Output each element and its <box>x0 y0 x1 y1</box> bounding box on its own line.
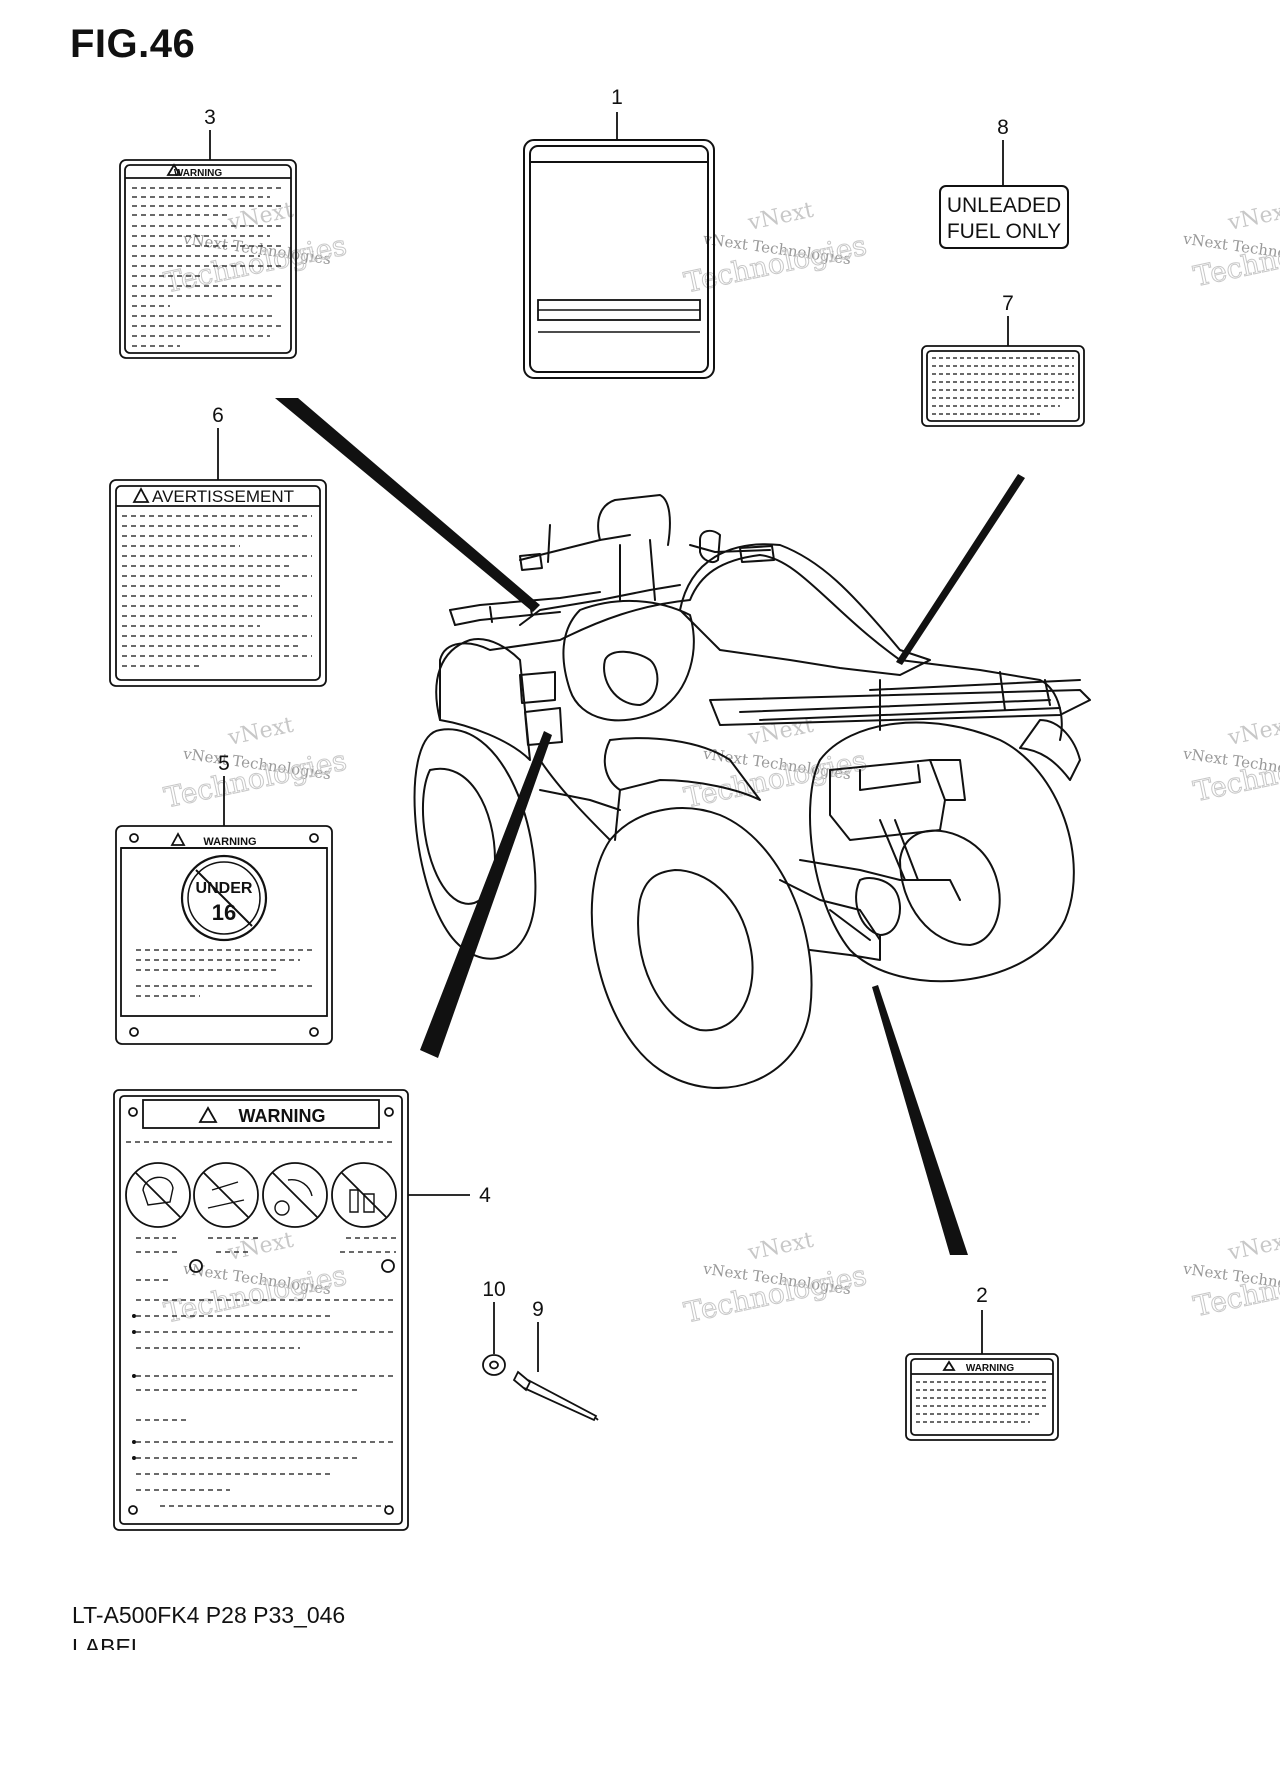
label-4-heading: WARNING <box>239 1106 326 1126</box>
svg-text:vNext: vNext <box>745 1228 816 1266</box>
atv-illustration <box>413 494 1091 1089</box>
label-1 <box>523 139 715 379</box>
svg-text:vNext: vNext <box>745 198 816 236</box>
callout-10: 10 <box>482 1278 505 1301</box>
washer-part <box>482 1354 506 1376</box>
svg-text:vNext: vNext <box>225 198 296 236</box>
svg-text:vNext: vNext <box>225 1228 296 1266</box>
diagram-caption: LABEL <box>72 1634 144 1650</box>
callout-7: 7 <box>1002 292 1014 315</box>
label-5-heading: WARNING <box>203 836 256 848</box>
under-text: UNDER <box>196 880 253 897</box>
label-5 <box>115 825 333 1045</box>
label-6-heading: AVERTISSEMENT <box>152 487 294 506</box>
callouts: 1 2 3 4 5 6 7 8 9 10 <box>204 86 1014 1321</box>
callout-1: 1 <box>611 86 623 109</box>
no-passenger-icon <box>193 1162 259 1228</box>
callout-8: 8 <box>997 116 1009 139</box>
leader-wedges <box>275 398 1025 1255</box>
no-helmet-icon <box>125 1162 191 1228</box>
svg-text:vNext: vNext <box>1225 713 1280 751</box>
no-riding-icon <box>262 1162 328 1228</box>
diagram-code: LT-A500FK4 P28 P33_046 <box>72 1602 346 1628</box>
fuel-label-line2: FUEL ONLY <box>947 220 1061 243</box>
label-3 <box>119 159 297 359</box>
figure-title: FIG.46 <box>70 22 196 66</box>
prohibition-icons <box>125 1162 397 1228</box>
label-3-heading: WARNING <box>174 168 223 179</box>
leader-lines <box>209 112 1009 1372</box>
callout-5: 5 <box>218 752 230 775</box>
label-2 <box>905 1353 1059 1441</box>
callout-2: 2 <box>976 1284 988 1307</box>
label-2-heading: WARNING <box>966 1363 1015 1374</box>
callout-3: 3 <box>204 106 216 129</box>
age-text: 16 <box>212 900 236 925</box>
callout-4: 4 <box>479 1184 491 1207</box>
svg-text:vNext: vNext <box>1225 198 1280 236</box>
svg-text:vNext: vNext <box>225 713 296 751</box>
label-6 <box>109 479 327 687</box>
label-7 <box>921 345 1085 427</box>
fuel-label-line1: UNLEADED <box>947 194 1061 217</box>
callout-9: 9 <box>532 1298 544 1321</box>
label-8 <box>939 185 1069 249</box>
svg-text:vNext: vNext <box>1225 1228 1280 1266</box>
rivet-part <box>512 1370 599 1422</box>
label-4 <box>113 1089 409 1531</box>
no-alcohol-icon <box>331 1162 397 1228</box>
callout-6: 6 <box>212 404 224 427</box>
